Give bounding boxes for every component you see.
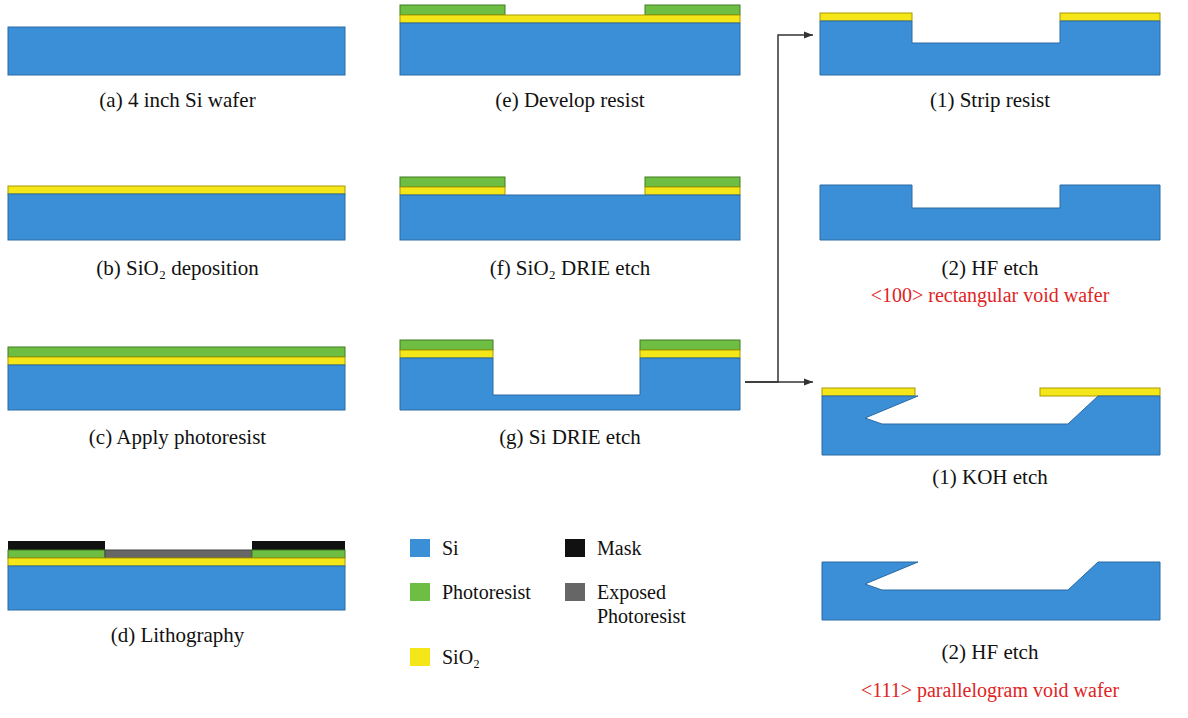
photoresist-layer [640, 340, 740, 350]
legend-swatch [410, 648, 430, 666]
legend-swatch [565, 583, 585, 601]
process-step: (1) KOH etch [815, 375, 1165, 490]
process-step: (g) Si DRIE etch [395, 335, 745, 450]
step-caption: (b) SiO₂ deposition [5, 255, 350, 281]
mask [252, 541, 345, 550]
photoresist-layer [400, 5, 505, 15]
step-caption: (d) Lithography [5, 622, 350, 648]
si-wafer [8, 194, 345, 240]
process-step: (2) HF etch [815, 180, 1165, 281]
oxide-layer [640, 350, 740, 358]
legend-swatch [565, 539, 585, 557]
si-wafer [8, 27, 345, 75]
step-caption: (2) HF etch [815, 255, 1165, 281]
legend-entry: Exposed Photoresist [565, 580, 675, 628]
legend-entry: SiO₂ [410, 645, 530, 669]
process-step: (a) 4 inch Si wafer [5, 22, 350, 113]
oxide-layer [822, 388, 915, 396]
oxide-layer [1060, 13, 1160, 21]
mask [8, 541, 105, 550]
oxide-layer [8, 186, 345, 194]
photoresist-layer [645, 177, 740, 187]
photoresist-layer [400, 177, 505, 187]
wafer-type-label: <100> rectangular void wafer [871, 283, 1110, 307]
legend-label: Si [442, 536, 459, 560]
si-wafer-trench [820, 185, 1160, 240]
si-wafer [400, 195, 740, 240]
oxide-layer [400, 187, 505, 195]
step-caption: (e) Develop resist [395, 87, 745, 113]
step-caption: (1) Strip resist [815, 87, 1165, 113]
legend-label: Mask [597, 536, 641, 560]
photoresist-layer [252, 550, 345, 558]
process-step: (e) Develop resist [395, 0, 745, 113]
legend-entry: Si [410, 536, 550, 560]
photoresist-layer [400, 340, 493, 350]
photoresist-layer [8, 347, 345, 357]
process-arrow [745, 381, 813, 383]
step-caption: (g) Si DRIE etch [395, 424, 745, 450]
legend-label: Photoresist [442, 580, 531, 604]
process-step: (2) HF etch [815, 555, 1165, 665]
step-caption: (c) Apply photoresist [5, 424, 350, 450]
photoresist-layer [645, 5, 740, 15]
wafer-type-label: <111> parallelogram void wafer [861, 678, 1119, 702]
si-wafer [8, 566, 345, 610]
legend-entry: Photoresist [410, 580, 560, 604]
legend-label: Exposed Photoresist [597, 580, 686, 628]
oxide-layer [820, 13, 912, 21]
si-wafer [8, 365, 345, 410]
step-caption: (1) KOH etch [815, 464, 1165, 490]
process-arrow [745, 35, 813, 382]
legend-entry: Mask [565, 536, 725, 560]
process-step: (b) SiO₂ deposition [5, 180, 350, 281]
process-step: (1) Strip resist [815, 5, 1165, 113]
legend-swatch [410, 539, 430, 557]
process-step: (d) Lithography [5, 536, 350, 648]
oxide-layer [8, 558, 345, 566]
oxide-layer [8, 357, 345, 365]
exposed-photoresist [105, 550, 252, 558]
oxide-layer [400, 15, 740, 23]
step-caption: (a) 4 inch Si wafer [5, 87, 350, 113]
si-wafer-trench [400, 358, 740, 410]
si-wafer [400, 23, 740, 75]
si-wafer-parallelogram [822, 562, 1160, 620]
step-caption: (2) HF etch [815, 639, 1165, 665]
process-step: (f) SiO₂ DRIE etch [395, 172, 745, 281]
oxide-layer [645, 187, 740, 195]
si-wafer-parallelogram [822, 396, 1160, 455]
legend-swatch [410, 583, 430, 601]
process-step: (c) Apply photoresist [5, 342, 350, 450]
step-caption: (f) SiO₂ DRIE etch [395, 255, 745, 281]
photoresist-layer [8, 550, 105, 558]
oxide-layer [1040, 388, 1160, 396]
legend-label: SiO₂ [442, 645, 480, 669]
oxide-layer [400, 350, 493, 358]
si-wafer-trench [820, 21, 1160, 75]
